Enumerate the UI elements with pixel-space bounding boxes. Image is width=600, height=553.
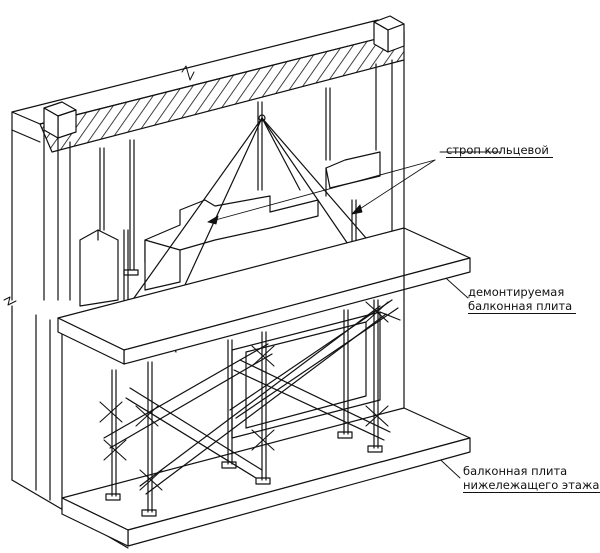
wall-post-right (373, 15, 405, 241)
label-lower-slab-line2: нижележащего этажа (463, 478, 600, 493)
label-dismantled-slab-line2: балконная плита (468, 299, 577, 314)
left-wall (3, 129, 129, 549)
label-ring-sling: строп кольцевой (446, 143, 553, 158)
brace-clamps (99, 301, 389, 491)
lower-balcony-slab (61, 299, 471, 547)
diagonal-braces (103, 299, 399, 495)
label-lower-slab: балконная плита нижележащего этажа (463, 464, 600, 493)
dismantled-balcony-slab (57, 227, 471, 365)
wall-post-left (43, 101, 77, 301)
label-dismantled-slab-line1: демонтируемая (468, 285, 565, 299)
label-dismantled-slab: демонтируемая балконная плита (468, 285, 577, 314)
lower-wall-window (231, 311, 401, 439)
upper-hatched-beam (11, 19, 405, 153)
label-lower-slab-line1: балконная плита (463, 464, 568, 478)
